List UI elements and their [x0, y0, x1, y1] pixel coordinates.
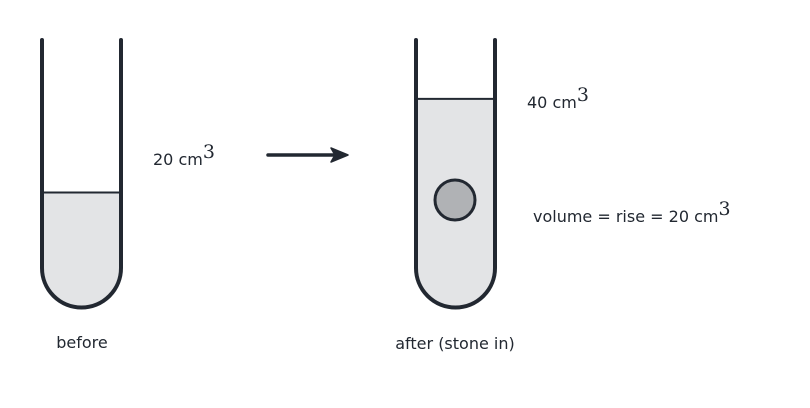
caption-after: after (stone in)	[395, 334, 514, 353]
stone	[433, 178, 477, 222]
rise-label: volume = rise = 20 cm3	[533, 198, 731, 226]
volume-value-before: 20 cm	[153, 150, 203, 169]
volume-label-before: 20 cm3	[153, 141, 215, 169]
volume-value-after: 40 cm	[527, 93, 577, 112]
tube-before	[40, 38, 123, 310]
rise-exponent: 3	[718, 198, 730, 220]
arrow-icon	[266, 147, 349, 163]
liquid-before	[42, 192, 121, 308]
volume-label-after: 40 cm3	[527, 84, 589, 112]
volume-exponent-before: 3	[203, 141, 215, 163]
volume-exponent-after: 3	[577, 84, 589, 106]
tube-after	[414, 38, 497, 310]
caption-before: before	[56, 333, 108, 352]
tube-outline-before	[40, 38, 123, 310]
tube-outline-after	[414, 38, 497, 310]
rise-text: volume = rise = 20 cm	[533, 207, 718, 226]
